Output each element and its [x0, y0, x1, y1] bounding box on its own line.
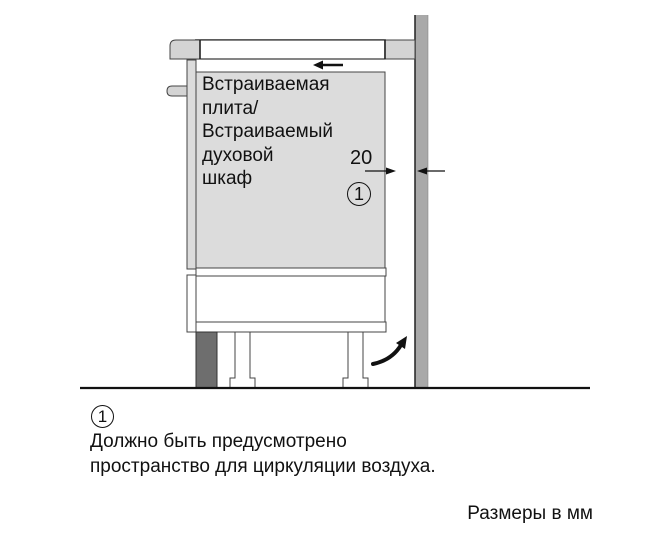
appliance-label-line: плита/ [202, 97, 259, 119]
clearance-dimension-label: 20 [350, 147, 373, 169]
appliance-label-line: шкаф [202, 168, 253, 189]
appliance-label-line: духовой [202, 144, 274, 166]
units-note: Размеры в мм [467, 503, 593, 524]
appliance-label-line: Встраиваемая [202, 74, 330, 95]
appliance-label-line: Встраиваемый [202, 121, 333, 142]
curved-arrow-icon [371, 336, 407, 366]
left-arrow-icon [313, 60, 343, 70]
front-panel-strip [186, 59, 197, 270]
footnote-line: Должно быть предусмотрено [90, 431, 347, 452]
support-legs [229, 331, 369, 389]
dimension-arrow-icon [365, 167, 445, 175]
plinth [195, 331, 218, 389]
countertop [169, 39, 416, 60]
side-wall [414, 15, 429, 388]
footnote-line: пространство для циркуляции воздуха. [90, 456, 436, 477]
oven-body [195, 71, 386, 269]
appliance-label: Встраиваемая плита/ Встраиваемый духовой… [202, 73, 333, 191]
drawer-unit [186, 267, 387, 333]
footnote-marker: 1 [91, 405, 114, 428]
handle-knob [166, 85, 188, 97]
footnote: 1 Должно быть предусмотрено пространство… [90, 404, 436, 479]
airflow-marker: 1 [347, 182, 371, 206]
